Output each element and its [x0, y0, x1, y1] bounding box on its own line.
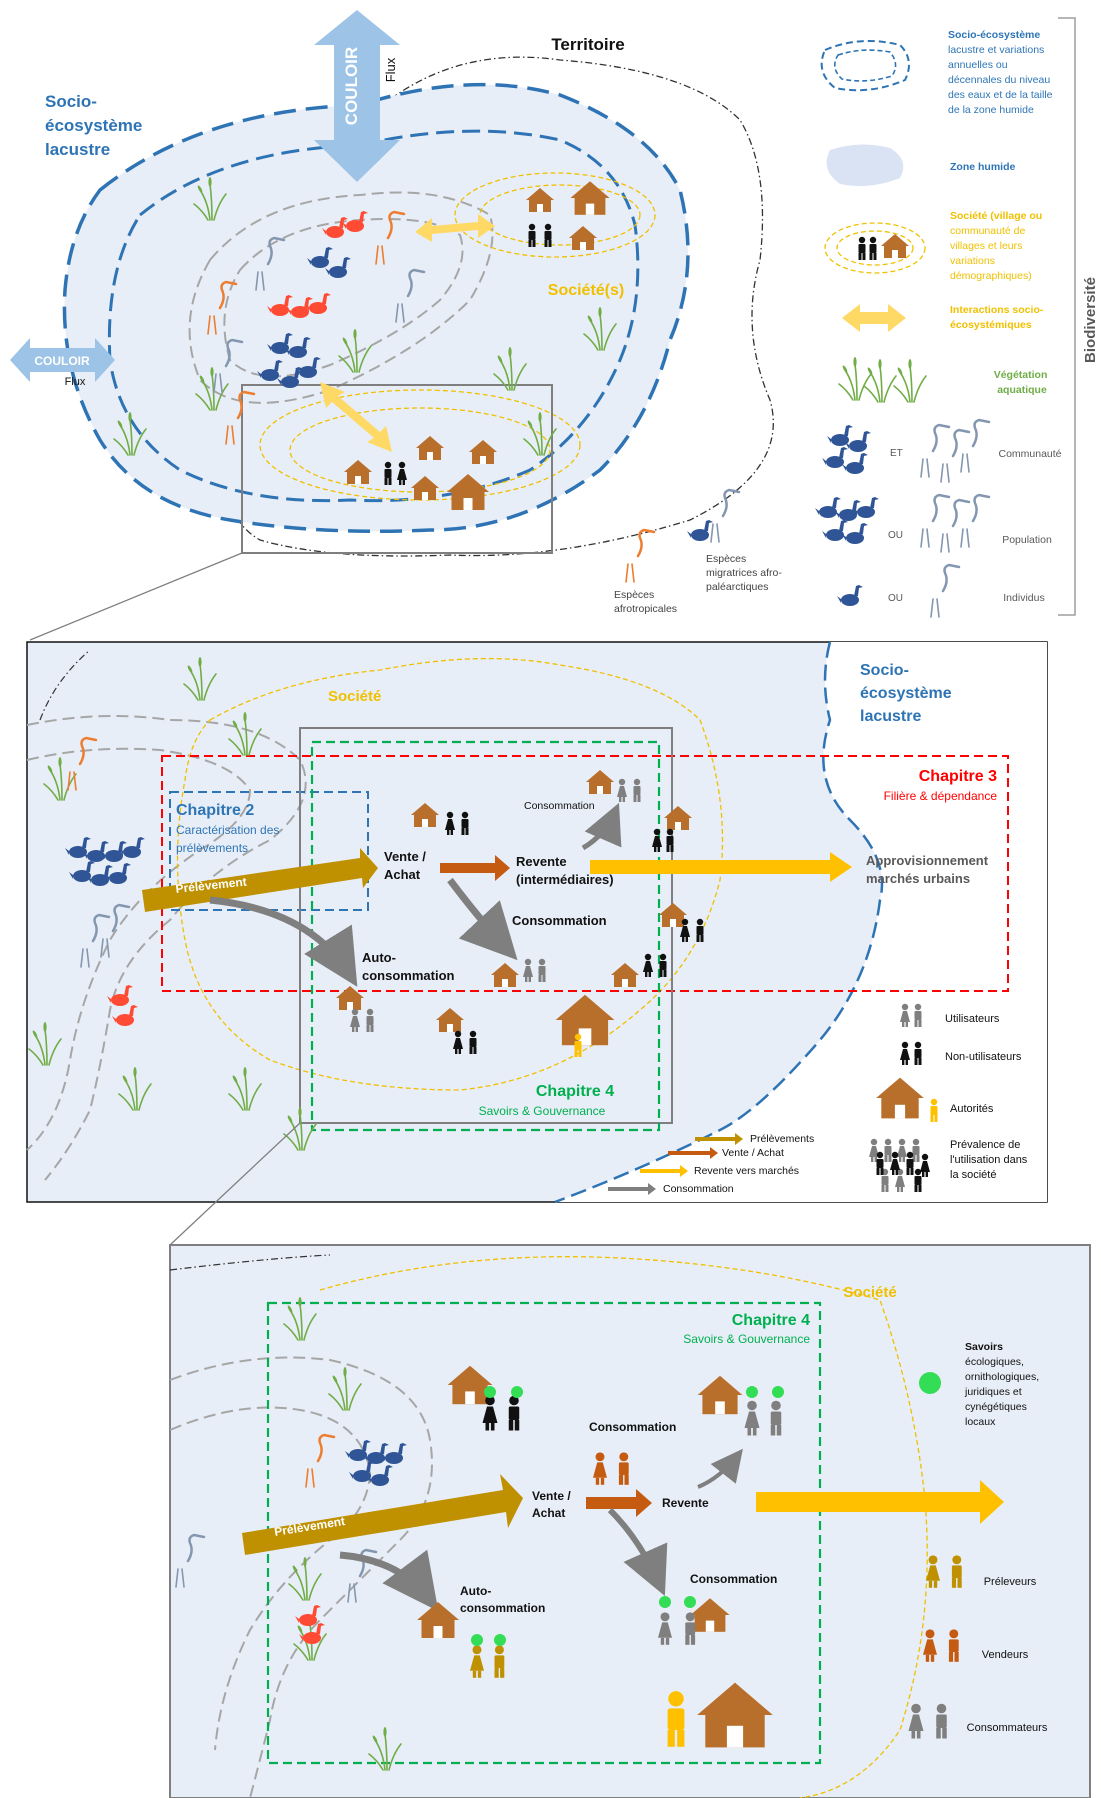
- panel3-chapitre4-subtitle: Savoirs & Gouvernance: [683, 1332, 810, 1346]
- legend-arrow-revente: Revente vers marchés: [694, 1165, 799, 1177]
- legend-consommateurs: Consommateurs: [967, 1722, 1048, 1734]
- chapitre4-title: Chapitre 4: [536, 1083, 614, 1100]
- legend-non-utilisateurs: Non-utilisateurs: [945, 1051, 1022, 1063]
- societes-label: Société(s): [548, 282, 624, 299]
- legend-ou-1: OU: [888, 530, 903, 541]
- chapitre3-box: [161, 755, 1009, 992]
- auto-consommation-label: Auto- consommation: [362, 950, 455, 983]
- chapitre2-title: Chapitre 2: [176, 802, 254, 819]
- legend-lake-text: Socio-écosystème lacustre et variations …: [948, 29, 1055, 116]
- legend-communaute: Communauté: [998, 448, 1061, 460]
- migratory-label: Espèces migratrices afro- paléarctiques: [706, 553, 785, 593]
- panel3-societe-label: Société: [843, 1284, 896, 1301]
- panel3-vente-achat-label: Vente / Achat: [532, 1489, 574, 1520]
- legend-prevalence: Prévalence de l'utilisation dans la soci…: [950, 1139, 1030, 1181]
- legend-arrow-consommation: Consommation: [663, 1183, 734, 1195]
- panel3-chapitre4-title: Chapitre 4: [732, 1312, 810, 1329]
- couloir-top-label: COULOIR: [342, 47, 361, 125]
- revente-arrow: [590, 852, 852, 882]
- legend-population: Population: [1002, 534, 1052, 546]
- savoirs-dot: [919, 1372, 941, 1394]
- territoire-label: Territoire: [551, 35, 624, 54]
- legend-savoirs: Savoirs écologiques, ornithologiques, ju…: [964, 1341, 1042, 1428]
- legend-society-text: Société (village ou communauté de villag…: [950, 210, 1045, 282]
- afrotropical-label: Espèces afrotropicales: [614, 589, 677, 615]
- couloir-top-arrow: COULOIR Flux: [314, 10, 400, 182]
- panel3-consommation-mid-label: Consommation: [690, 1572, 777, 1586]
- panel2-lake-label: Socio- écosystème lacustre: [860, 662, 956, 725]
- couloir-left-arrow: COULOIR Flux: [10, 338, 115, 388]
- legend-individus: Individus: [1003, 592, 1044, 604]
- prelevement-arrow: [142, 848, 378, 912]
- chapitre4-subtitle: Savoirs & Gouvernance: [479, 1104, 606, 1118]
- panel3-revente-arrow: [756, 1480, 1004, 1524]
- legend-overview: Biodiversité Socio-écosystème lacustre e…: [815, 17, 1099, 619]
- legend-arrow-prelevements: Prélèvements: [750, 1133, 814, 1145]
- legend-ou-2: OU: [888, 593, 903, 604]
- legend-vegetation-text: Végétation aquatique: [994, 369, 1051, 396]
- revente-label: Revente (intermédiaires): [516, 854, 614, 887]
- legend-panel3: Savoirs écologiques, ornithologiques, ju…: [908, 1341, 1048, 1739]
- panel3-consommation-top-label: Consommation: [589, 1420, 676, 1434]
- biodiversite-label: Biodiversité: [1082, 277, 1099, 363]
- vente-arrow: [440, 855, 510, 881]
- panel-zoom-1: Société Socio- écosystème lacustre Chapi…: [26, 641, 1048, 1204]
- legend-et: ET: [890, 448, 903, 459]
- panel-zoom-2: Société Chapitre 4 Savoirs & Gouvernance…: [166, 1244, 1091, 1798]
- panel-overview: COULOIR Flux COULOIR Flux Territoire Soc…: [10, 10, 1099, 619]
- approvisionnement-label: Approvisionnement marchés urbains: [866, 853, 992, 886]
- legend-wetland-swatch: [826, 144, 904, 186]
- legend-autorites: Autorités: [950, 1103, 994, 1115]
- lake-inner-boundary: [107, 129, 640, 503]
- panel3-auto-consommation-label: Auto- consommation: [460, 1584, 545, 1615]
- lake-label: Socio- écosystème lacustre: [45, 92, 147, 159]
- panel2-societe-label: Société: [328, 688, 381, 705]
- interaction-arrow-top: [415, 214, 495, 242]
- legend-panel2: Utilisateurs Non-utilisateurs Autorités …: [608, 1003, 1030, 1195]
- chapitre3-subtitle: Filière & dépendance: [884, 789, 998, 803]
- legend-vendeurs: Vendeurs: [982, 1649, 1029, 1661]
- vente-achat-label: Vente / Achat: [384, 849, 430, 882]
- chapitre3-title: Chapitre 3: [919, 768, 997, 785]
- legend-utilisateurs: Utilisateurs: [945, 1013, 1000, 1025]
- couloir-left-label: COULOIR: [34, 354, 90, 368]
- panel3-revente-label: Revente: [662, 1496, 709, 1510]
- couloir-top-flux: Flux: [383, 57, 398, 82]
- legend-preleveurs: Préleveurs: [984, 1576, 1037, 1588]
- consommation-top-label: Consommation: [524, 800, 595, 812]
- consommation-mid-label: Consommation: [512, 913, 607, 928]
- panel3-prelevement-arrow: [242, 1474, 523, 1555]
- couloir-left-flux: Flux: [65, 376, 86, 388]
- legend-interactions-text: Interactions socio- écosystémiques: [950, 304, 1046, 331]
- legend-wetland-text: Zone humide: [950, 161, 1015, 173]
- chapitre2-subtitle: Caractérisation des prélèvements: [176, 823, 283, 855]
- interaction-arrow-bottom: [320, 382, 392, 452]
- legend-arrow-vente: Vente / Achat: [722, 1147, 784, 1159]
